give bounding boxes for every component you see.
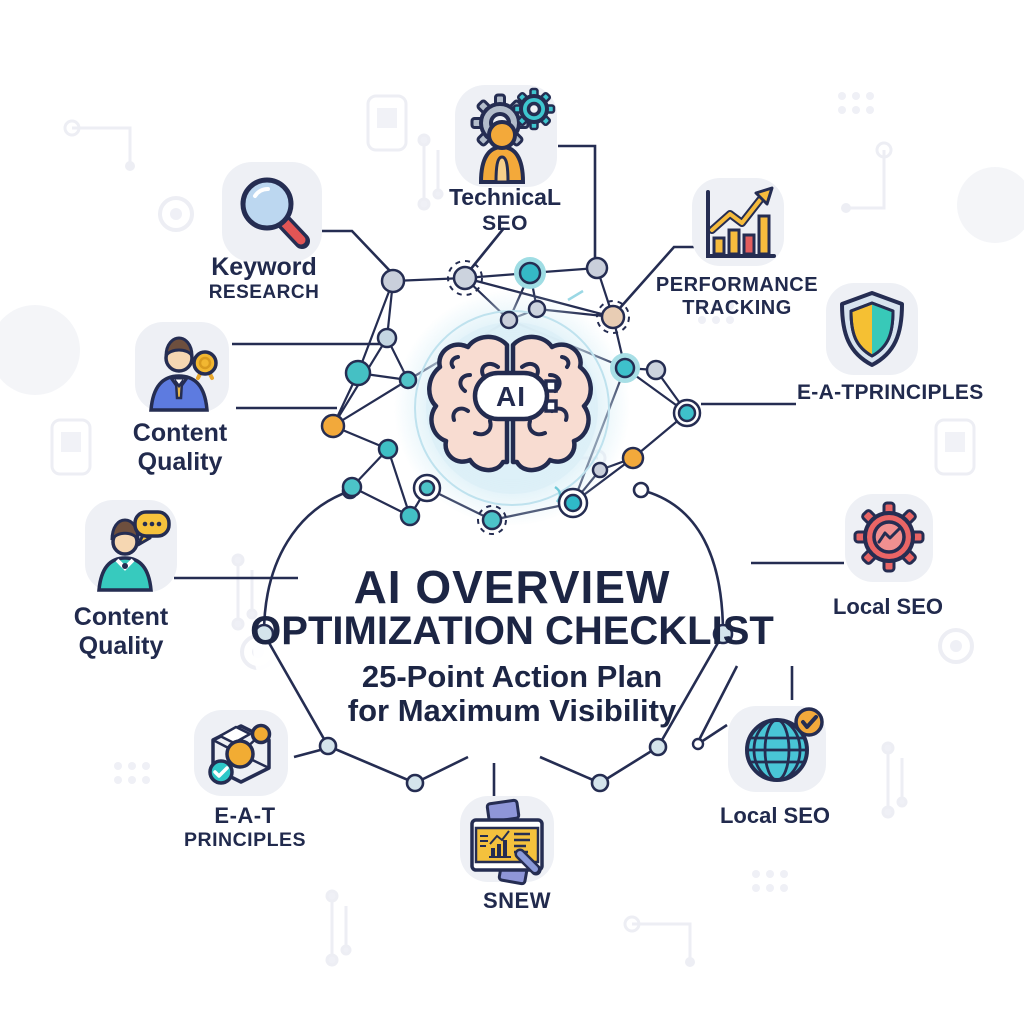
ai-chip-label: AI — [496, 381, 526, 412]
connector-node — [691, 737, 705, 751]
technical-seo-label-line2: SEO — [482, 211, 528, 235]
keyword-research-label: Keyword RESEARCH — [164, 253, 364, 303]
performance-tracking-label-line2: TRACKING — [682, 297, 792, 320]
performance-tracking-label-line1: PERFORMANCE — [655, 274, 819, 296]
report-pen-icon — [470, 798, 544, 886]
person-badge-icon — [149, 336, 218, 412]
circuit-background — [0, 92, 1024, 969]
keyword-research-card — [222, 162, 322, 262]
network-nodes — [320, 256, 702, 535]
network-check-icon — [208, 723, 272, 785]
eat-principles-right-label: E-A-TPRINCIPLES — [797, 381, 984, 404]
ai-brain — [394, 289, 630, 526]
content-quality-bottom-card — [85, 500, 177, 592]
content-quality-bottom-line1: Content — [73, 603, 169, 631]
content-quality-top-card — [135, 322, 229, 412]
shield-icon — [840, 291, 904, 367]
title-line2: OPTIMIZATION CHECKLIST — [250, 609, 774, 653]
connector-lines — [174, 144, 844, 797]
local-seo-globe-label: Local SEO — [719, 803, 831, 828]
eat-principles-right-card — [826, 283, 918, 375]
content-quality-top-line2: Quality — [137, 448, 223, 476]
content-quality-bottom-line2: Quality — [78, 632, 164, 660]
blob-backdrop — [253, 495, 743, 795]
technical-seo-card — [455, 85, 557, 187]
eat-principles-bottom-line2: PRINCIPLES — [183, 828, 307, 851]
technical-seo-label: TechnicaL SEO — [405, 184, 605, 235]
eat-principles-bottom-card — [194, 710, 288, 796]
eat-principles-bottom-label: E-A-T PRINCIPLES — [145, 803, 345, 851]
snew-card — [460, 796, 554, 886]
subtitle-line2: for Maximum Visibility — [347, 693, 677, 728]
person-chat-icon — [97, 510, 171, 592]
person-gears-icon — [470, 87, 556, 184]
title-line1: AI OVERVIEW — [353, 561, 671, 613]
gear-chart-icon — [853, 501, 925, 573]
local-seo-gear-label: Local SEO — [832, 594, 944, 619]
content-quality-top-line1: Content — [132, 419, 228, 447]
content-quality-bottom-label: Content Quality — [21, 603, 221, 660]
snew-label: SNEW — [483, 888, 551, 913]
magnifier-icon — [240, 177, 310, 249]
ai-chip — [472, 370, 558, 422]
local-seo-gear-card — [845, 494, 933, 582]
globe-check-icon — [745, 707, 824, 782]
subtitle-line1: 25-Point Action Plan — [361, 659, 663, 694]
technical-seo-label-line1: TechnicaL — [448, 184, 562, 210]
eat-principles-bottom-line1: E-A-T — [214, 803, 276, 828]
keyword-research-label-line2: RESEARCH — [208, 282, 320, 303]
bar-chart-arrow-icon — [706, 186, 776, 258]
performance-tracking-label: PERFORMANCE TRACKING — [627, 274, 847, 320]
keyword-research-label-line1: Keyword — [211, 253, 317, 281]
performance-tracking-card — [692, 178, 784, 266]
content-quality-top-label: Content Quality — [80, 419, 280, 476]
local-seo-globe-card — [728, 706, 826, 792]
